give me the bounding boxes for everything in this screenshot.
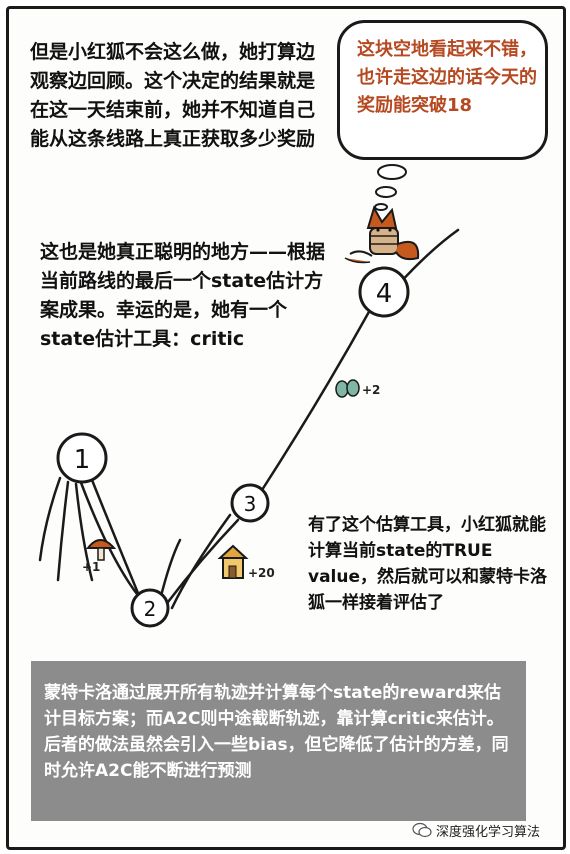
summary-text: 蒙特卡洛通过展开所有轨迹并计算每个state的reward来估计目标方案；而A2…	[44, 683, 509, 781]
wechat-icon	[412, 822, 432, 838]
thought-bubble-text: 这块空地看起来不错，也许走这边的话今天的奖励能突破18	[357, 39, 537, 116]
watermark-text: 深度强化学习算法	[436, 824, 541, 840]
state-node-4: 4	[358, 266, 410, 318]
narration-right: 有了这个估算工具，小红狐就能计算当前state的TRUE value，然后就可以…	[308, 515, 548, 613]
eggs-icon	[335, 379, 360, 398]
house-reward-label: +20	[248, 566, 275, 580]
state-node-3: 3	[230, 483, 270, 523]
eggs-reward-label: +2	[362, 383, 381, 397]
node-2-label: 2	[144, 597, 157, 621]
watermark: 深度强化学习算法	[412, 818, 562, 842]
state-node-1: 1	[56, 432, 108, 484]
narration-top: 但是小红狐不会这么做，她打算边观察边回顾。这个决定的结果就是在这一天结束前，她并…	[30, 41, 316, 150]
node-1-label: 1	[74, 445, 91, 475]
state-node-2: 2	[130, 588, 170, 628]
house-icon	[217, 544, 249, 579]
node-4-label: 4	[376, 279, 393, 309]
mushroom-reward-label: +1	[82, 560, 101, 574]
thought-trail-icon	[374, 164, 407, 211]
summary-box	[31, 661, 526, 821]
narration-middle: 这也是她真正聪明的地方——根据当前路线的最后一个state估计方案成果。幸运的是…	[40, 241, 326, 350]
node-3-label: 3	[244, 492, 257, 516]
mushroom-icon	[85, 539, 117, 561]
red-fox-icon	[344, 205, 420, 264]
thought-bubble	[337, 20, 548, 160]
